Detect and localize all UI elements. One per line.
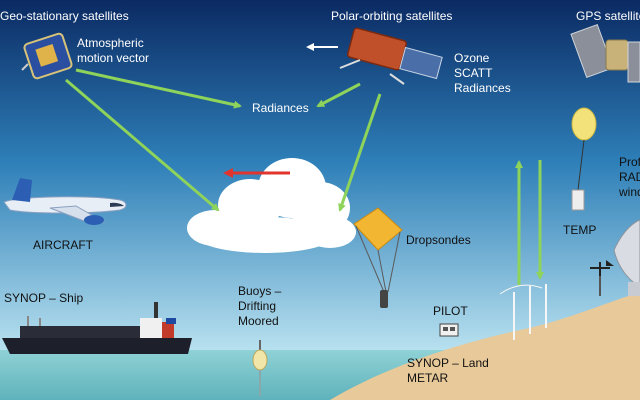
atmospheric-motion-line-1: Atmospheric [77, 36, 144, 50]
polar-products-label: Ozone SCATT Radiances [454, 51, 511, 96]
profilers-line-2: RAD [619, 170, 640, 184]
profilers-label: Prof RAD wind [619, 155, 640, 200]
dropsondes-label: Dropsondes [406, 233, 471, 247]
pilot-station-icon [439, 284, 547, 340]
temp-label: TEMP [563, 223, 597, 237]
synop-land-line-1: SYNOP – Land [407, 356, 489, 370]
atmospheric-motion-line-2: motion vector [77, 51, 150, 65]
buoys-label: Buoys – Drifting Moored [238, 284, 281, 329]
polar-product-scatt: SCATT [454, 66, 493, 80]
synop-land-label: SYNOP – Land METAR [407, 356, 489, 386]
pilot-label: PILOT [433, 304, 468, 318]
radiances-label: Radiances [252, 101, 309, 115]
profilers-line-3: wind [619, 185, 640, 199]
radar-dish-icon [613, 219, 640, 296]
polar-to-radiances-arrow [316, 82, 361, 108]
aircraft-icon [3, 178, 127, 225]
geostationary-satellite-icon [21, 32, 73, 80]
geo-to-radiances-arrow [75, 68, 242, 109]
wind-vane-icon [590, 260, 614, 296]
buoys-line-3: Moored [238, 314, 279, 328]
ship-icon [2, 302, 192, 354]
synop-land-line-2: METAR [407, 371, 449, 385]
polar-satellites-label: Polar-orbiting satellites [331, 9, 453, 23]
dropsonde-icon [353, 207, 403, 308]
gps-satellites-label: GPS satellites [576, 9, 640, 23]
temp-balloon-icon [571, 107, 597, 211]
polar-to-cloud-arrow [338, 93, 382, 212]
polar-product-ozone: Ozone [454, 51, 490, 65]
profilers-line-1: Prof [619, 155, 640, 169]
polar-satellite-icon [339, 27, 443, 85]
buoys-line-1: Buoys – [238, 284, 282, 298]
geo-to-cloud-arrow [65, 78, 220, 212]
buoys-line-2: Drifting [238, 299, 277, 313]
aircraft-label: AIRCRAFT [33, 238, 93, 252]
land [330, 292, 640, 400]
synop-ship-label: SYNOP – Ship [4, 291, 84, 305]
data-flow-arrows [65, 43, 544, 285]
geo-satellites-label: Geo-stationary satellites [0, 9, 129, 23]
buoy-icon [252, 340, 268, 396]
gps-satellite-icon [570, 23, 640, 83]
atmospheric-motion-label: Atmospheric motion vector [77, 36, 149, 66]
polar-product-radiances: Radiances [454, 81, 511, 95]
